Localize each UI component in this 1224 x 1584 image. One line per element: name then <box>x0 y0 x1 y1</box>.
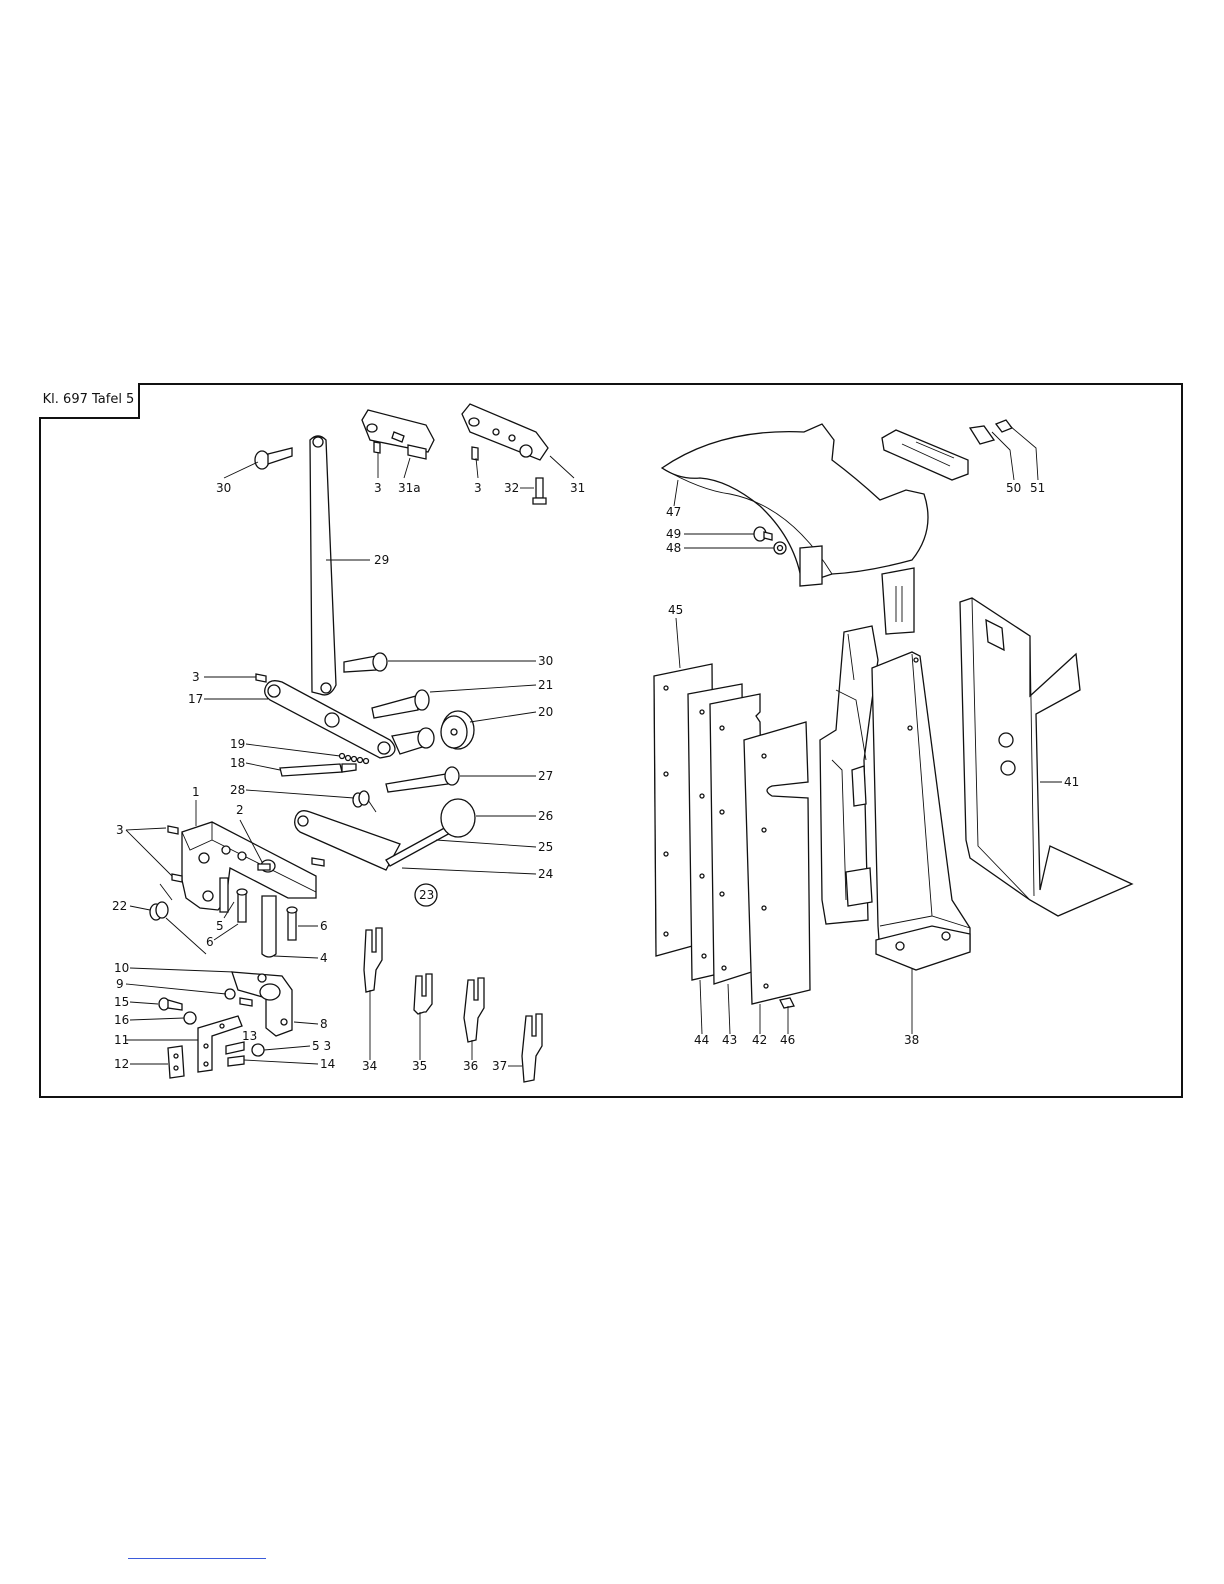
label-1: 1 <box>192 785 200 799</box>
label-20: 20 <box>538 705 553 719</box>
label-5-3: 5 3 <box>312 1039 331 1053</box>
fork-37 <box>522 1014 542 1082</box>
label-19: 19 <box>230 737 245 751</box>
label-47: 47 <box>666 505 681 519</box>
handle-lever-24 <box>295 811 400 870</box>
label-11: 11 <box>114 1033 129 1047</box>
screw-49 <box>754 527 772 541</box>
pin-27 <box>386 767 459 792</box>
label-12: 12 <box>114 1057 129 1071</box>
label-31: 31 <box>570 481 585 495</box>
label-44: 44 <box>694 1033 709 1047</box>
label-28: 28 <box>230 783 245 797</box>
handle-knob-26 <box>441 799 475 837</box>
bracket-50-51 <box>882 420 1012 480</box>
label-3: 3 <box>474 481 482 495</box>
label-30: 30 <box>538 654 553 668</box>
screws-13-14 <box>226 1042 264 1066</box>
spring-19 <box>340 754 369 764</box>
clamp-31a <box>362 410 434 459</box>
label-50: 50 <box>1006 481 1021 495</box>
label-3: 3 <box>374 481 382 495</box>
label-2: 2 <box>236 803 244 817</box>
frame-body <box>820 626 878 924</box>
label-27: 27 <box>538 769 553 783</box>
label-41: 41 <box>1064 775 1079 789</box>
plate-42 <box>744 722 810 1004</box>
bottom-rule <box>128 1558 266 1559</box>
label-25: 25 <box>538 840 553 854</box>
label-35: 35 <box>412 1059 427 1073</box>
label-3: 3 <box>192 670 200 684</box>
label-21: 21 <box>538 678 553 692</box>
label-22: 22 <box>112 899 127 913</box>
label-4: 4 <box>320 951 328 965</box>
label-34: 34 <box>362 1059 377 1073</box>
label-26: 26 <box>538 809 553 823</box>
label-45: 45 <box>668 603 683 617</box>
pin-21 <box>372 690 429 718</box>
label-31a: 31a <box>398 481 421 495</box>
label-17: 17 <box>188 692 203 706</box>
label-6: 6 <box>320 919 328 933</box>
label-46: 46 <box>780 1033 795 1047</box>
label-6: 6 <box>206 935 214 949</box>
plate-12 <box>168 1046 184 1078</box>
screw-46 <box>780 998 794 1008</box>
label-32: 32 <box>504 481 519 495</box>
column-38 <box>872 652 970 970</box>
label-30: 30 <box>216 481 231 495</box>
label-37: 37 <box>492 1059 507 1073</box>
label-23: 23 <box>419 888 434 902</box>
label-8: 8 <box>320 1017 328 1031</box>
label-42: 42 <box>752 1033 767 1047</box>
label-3: 3 <box>116 823 124 837</box>
label-10: 10 <box>114 961 129 975</box>
pin-18 <box>280 764 356 776</box>
spring-28 <box>353 791 376 812</box>
cover-47 <box>662 424 928 634</box>
label-18: 18 <box>230 756 245 770</box>
fork-35 <box>414 974 432 1014</box>
label-9: 9 <box>116 977 124 991</box>
pin-30-lower <box>344 653 387 672</box>
lever-roller <box>392 728 434 754</box>
label-36: 36 <box>463 1059 478 1073</box>
fork-36 <box>464 978 484 1042</box>
label-14: 14 <box>320 1057 335 1071</box>
label-51: 51 <box>1030 481 1045 495</box>
screw-15 <box>159 998 182 1010</box>
label-15: 15 <box>114 995 129 1009</box>
side-frame-41 <box>960 598 1132 916</box>
label-13: 13 <box>242 1029 257 1043</box>
label-24: 24 <box>538 867 553 881</box>
label-29: 29 <box>374 553 389 567</box>
label-38: 38 <box>904 1033 919 1047</box>
label-48: 48 <box>666 541 681 555</box>
fork-34 <box>364 928 382 992</box>
washer-48 <box>774 542 786 554</box>
label-5: 5 <box>216 919 224 933</box>
screw-30-top <box>255 448 292 469</box>
label-16: 16 <box>114 1013 129 1027</box>
roller-20 <box>441 711 474 749</box>
label-43: 43 <box>722 1033 737 1047</box>
label-49: 49 <box>666 527 681 541</box>
washer-16 <box>184 1012 196 1024</box>
link-29 <box>310 436 336 695</box>
screw-2 <box>258 864 270 870</box>
